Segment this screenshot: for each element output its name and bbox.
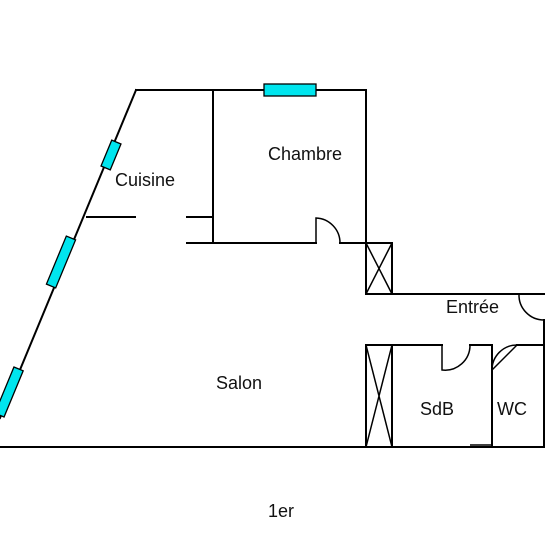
door-sdb (441, 344, 471, 371)
doors (315, 217, 545, 371)
closet-lower (365, 344, 393, 448)
room-label-chambre: Chambre (268, 144, 342, 164)
door-entry (518, 293, 545, 321)
windows (0, 83, 317, 418)
window-salon-1 (45, 235, 77, 289)
window-salon-2 (0, 366, 25, 418)
door-bedroom (315, 217, 341, 244)
door-wc (491, 344, 518, 371)
room-label-salon: Salon (216, 373, 262, 393)
window-bedroom (263, 83, 317, 97)
floor-label: 1er (268, 501, 294, 521)
room-label-sdb: SdB (420, 399, 454, 419)
room-label-cuisine: Cuisine (115, 170, 175, 190)
room-label-entree: Entrée (446, 297, 499, 317)
window-kitchen (100, 139, 122, 171)
room-label-wc: WC (497, 399, 527, 419)
closet-upper (365, 242, 393, 295)
